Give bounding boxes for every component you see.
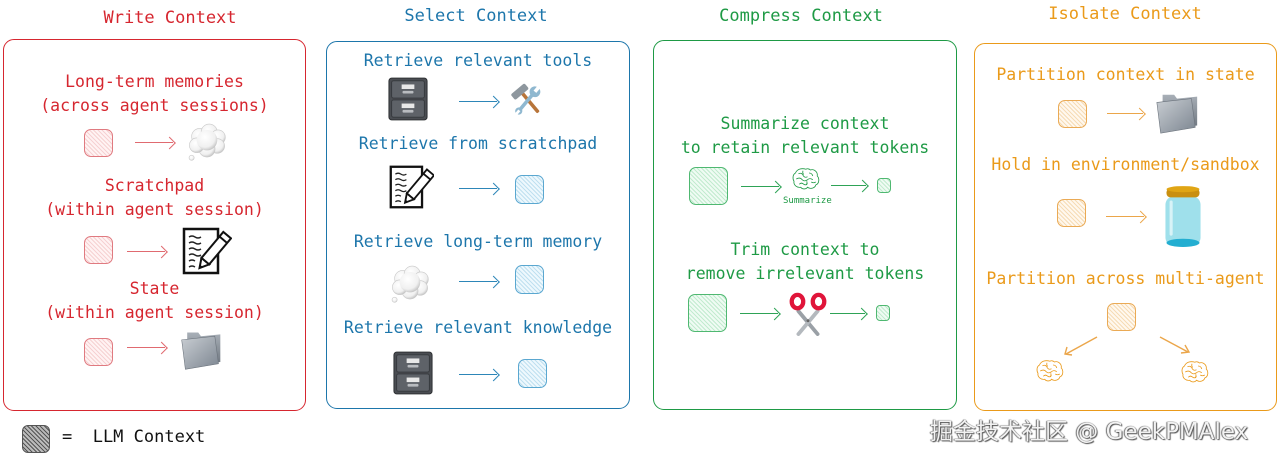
arrow-icon bbox=[127, 347, 165, 348]
isolate-context-title: Isolate Context bbox=[1048, 4, 1202, 24]
compress-item-label: Trim context to remove irrelevant tokens bbox=[653, 238, 957, 286]
brain-icon bbox=[791, 167, 821, 191]
llm-context-box bbox=[515, 175, 544, 204]
arrow-icon bbox=[127, 251, 165, 252]
compress-item-label: Summarize context to retain relevant tok… bbox=[653, 112, 957, 160]
llm-context-box bbox=[84, 236, 113, 264]
summarize-label: Summarize bbox=[783, 196, 832, 206]
write-item-label: State (within agent session) bbox=[3, 277, 306, 325]
folder-icon bbox=[1153, 90, 1201, 136]
isolate-item-label: Partition context in state bbox=[996, 65, 1255, 84]
label-line: remove irrelevant tokens bbox=[685, 264, 925, 283]
llm-context-box bbox=[1058, 100, 1087, 128]
arrow-icon bbox=[740, 313, 778, 314]
label-line: Scratchpad bbox=[104, 176, 205, 195]
file-cabinet-icon bbox=[393, 350, 433, 396]
llm-context-box bbox=[1107, 303, 1136, 331]
notepad-pencil-icon bbox=[180, 226, 232, 276]
arrow-icon bbox=[459, 281, 497, 282]
thought-cloud-icon bbox=[185, 120, 229, 164]
select-item-label: Retrieve long-term memory bbox=[353, 232, 603, 251]
arrow-icon bbox=[135, 142, 173, 143]
llm-context-box bbox=[1057, 199, 1086, 227]
folder-icon bbox=[178, 328, 224, 372]
label-line: Summarize context bbox=[720, 114, 890, 133]
label-line: Long-term memories bbox=[65, 72, 244, 91]
brain-icon bbox=[1180, 360, 1210, 384]
scissors-icon bbox=[788, 292, 828, 336]
isolate-item-label: Hold in environment/sandbox bbox=[991, 155, 1260, 174]
thought-cloud-icon bbox=[388, 262, 432, 306]
label-line: (within agent session) bbox=[45, 200, 264, 219]
select-context-panel bbox=[326, 41, 630, 409]
write-item-label: Scratchpad (within agent session) bbox=[3, 174, 306, 222]
file-cabinet-icon bbox=[388, 76, 428, 122]
llm-context-box bbox=[688, 294, 727, 332]
isolate-context-panel bbox=[974, 43, 1277, 411]
write-item-label: Long-term memories (across agent session… bbox=[3, 70, 306, 118]
llm-context-box bbox=[84, 129, 113, 157]
arrow-icon bbox=[831, 185, 866, 186]
llm-context-box-small bbox=[877, 178, 891, 193]
jar-icon bbox=[1160, 184, 1206, 248]
select-item-label: Retrieve from scratchpad bbox=[358, 134, 598, 153]
llm-context-legend-swatch bbox=[22, 425, 50, 453]
select-item-label: Retrieve relevant tools bbox=[363, 51, 593, 70]
arrow-icon bbox=[1106, 216, 1144, 217]
llm-context-box-small bbox=[876, 305, 890, 321]
llm-context-box bbox=[84, 338, 113, 366]
label-line: State bbox=[129, 279, 180, 298]
compress-context-title: Compress Context bbox=[719, 6, 883, 26]
label-line: Trim context to bbox=[730, 240, 880, 259]
arrow-icon bbox=[1107, 113, 1143, 114]
label-line: (within agent session) bbox=[45, 303, 264, 322]
arrow-icon bbox=[830, 313, 865, 314]
hammer-wrench-icon bbox=[510, 82, 546, 118]
select-context-title: Select Context bbox=[404, 6, 548, 26]
llm-context-box bbox=[518, 359, 547, 388]
label-line: (across agent sessions) bbox=[40, 96, 269, 115]
arrow-icon bbox=[741, 186, 779, 187]
arrow-icon bbox=[459, 188, 497, 189]
llm-context-box bbox=[689, 167, 728, 205]
write-context-title: Write Context bbox=[103, 8, 237, 28]
compress-context-panel bbox=[653, 40, 957, 410]
legend-label: = LLM Context bbox=[62, 427, 206, 447]
arrow-icon bbox=[459, 374, 497, 375]
write-context-panel bbox=[3, 39, 306, 411]
label-line: to retain relevant tokens bbox=[680, 138, 930, 157]
arrow-icon bbox=[459, 101, 497, 102]
llm-context-box bbox=[515, 265, 544, 294]
brain-icon bbox=[1035, 359, 1065, 383]
select-item-label: Retrieve relevant knowledge bbox=[343, 318, 613, 337]
watermark: 掘金技术社区 @ GeekPMAlex bbox=[930, 419, 1249, 445]
isolate-item-label: Partition across multi-agent bbox=[986, 269, 1265, 288]
branch-arrows-icon bbox=[1064, 336, 1191, 356]
notepad-pencil-icon bbox=[388, 162, 434, 212]
